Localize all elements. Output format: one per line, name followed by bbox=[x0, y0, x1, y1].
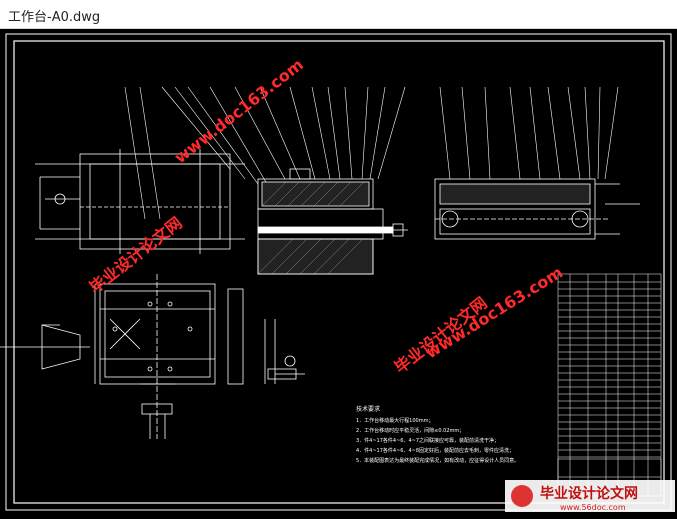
watermark-url: www.doc163.com bbox=[422, 263, 566, 363]
detail-view bbox=[264, 319, 305, 384]
inner-border bbox=[13, 40, 665, 504]
watermark-url: www.doc163.com bbox=[171, 55, 307, 167]
top-left-view bbox=[35, 149, 245, 254]
notes-heading: 技术要求 bbox=[356, 405, 380, 413]
cad-viewport[interactable]: 技术要求 1．工作台移动最大行程100mm； 2．工作台移动时应平稳灵活，间隙≤… bbox=[0, 29, 677, 515]
watermarks: www.doc163.com 毕业设计论文网 毕业设计论文网 www.doc16… bbox=[86, 55, 566, 377]
watermark-brand: 毕业设计论文网 bbox=[86, 213, 186, 297]
note-line: 2．工作台移动时应平稳灵活，间隙≤0.02mm； bbox=[356, 427, 464, 434]
right-section-view bbox=[434, 178, 640, 240]
drawing-canvas[interactable]: 技术要求 1．工作台移动最大行程100mm； 2．工作台移动时应平稳灵活，间隙≤… bbox=[0, 29, 677, 515]
note-line: 4．件4~17各件4~6、4~8固定好后，装配前应去毛刺，零件应清洗； bbox=[356, 447, 514, 454]
plan-view bbox=[0, 274, 244, 439]
parts-list-table bbox=[557, 273, 662, 497]
footer-url-text: www.56doc.com bbox=[560, 503, 626, 512]
note-line: 5．本装配图表达为最终装配完成情况，如有改动，应征得设计人员同意。 bbox=[356, 457, 519, 464]
logo-icon bbox=[511, 485, 533, 507]
window-title: 工作台-A0.dwg bbox=[8, 10, 101, 25]
technical-notes: 技术要求 1．工作台移动最大行程100mm； 2．工作台移动时应平稳灵活，间隙≤… bbox=[356, 405, 519, 464]
balloon-leaders bbox=[124, 86, 619, 220]
title-bar: 工作台-A0.dwg bbox=[0, 0, 677, 29]
outer-border bbox=[5, 33, 672, 511]
note-line: 3．件4~17各件4~6、4~7之间联接应可靠，装配前清洗干净； bbox=[356, 437, 499, 444]
center-section-view bbox=[257, 168, 408, 275]
footer-brand-text: 毕业设计论文网 bbox=[540, 485, 638, 502]
note-line: 1．工作台移动最大行程100mm； bbox=[356, 417, 433, 424]
footer-brand: 毕业设计论文网 www.56doc.com bbox=[505, 480, 675, 512]
